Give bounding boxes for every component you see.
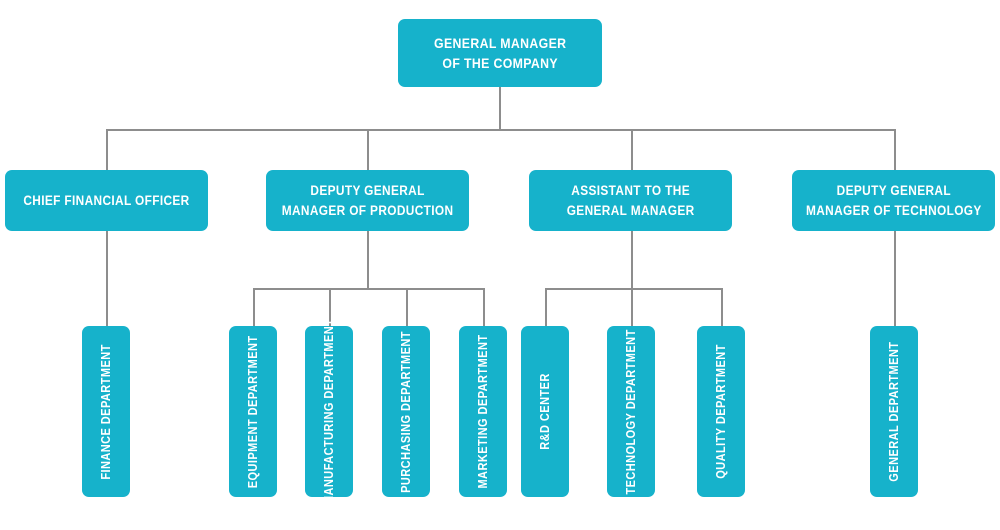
connector-cfo-to-finance — [106, 231, 108, 326]
node-general-department-label: GENERAL DEPARTMENT — [886, 341, 901, 482]
node-quality-department-label: QUALITY DEPARTMENT — [713, 344, 728, 479]
node-marketing-department[interactable]: MARKETING DEPARTMENT — [459, 326, 507, 497]
node-technology-department-label: TECHNOLOGY DEPARTMENT — [623, 328, 638, 495]
node-chief-financial-officer[interactable]: CHIEF FINANCIAL OFFICER — [5, 170, 208, 231]
node-manufacturing-department-label: MANUFACTURING DEPARTMENT — [321, 318, 336, 505]
node-quality-department[interactable]: QUALITY DEPARTMENT — [697, 326, 745, 497]
node-general-manager[interactable]: GENERAL MANAGER OF THE COMPANY — [398, 19, 602, 87]
connector-drop-manufacturing — [329, 288, 331, 326]
node-equipment-department[interactable]: EQUIPMENT DEPARTMENT — [229, 326, 277, 497]
node-finance-department[interactable]: FINANCE DEPARTMENT — [82, 326, 130, 497]
node-chief-financial-officer-label: CHIEF FINANCIAL OFFICER — [23, 192, 190, 208]
connector-production-stem — [367, 231, 369, 289]
connector-assistant-stem — [631, 231, 633, 289]
node-deputy-gm-production[interactable]: DEPUTY GENERAL MANAGER OF PRODUCTION — [266, 170, 469, 231]
node-rd-center[interactable]: R&D CENTER — [521, 326, 569, 497]
node-equipment-department-label: EQUIPMENT DEPARTMENT — [245, 335, 260, 488]
node-marketing-department-label: MARKETING DEPARTMENT — [475, 334, 490, 489]
connector-drop-technology-dept — [631, 288, 633, 326]
connector-drop-rd-center — [545, 288, 547, 326]
node-finance-department-label: FINANCE DEPARTMENT — [98, 343, 113, 480]
connector-level1-bus — [106, 129, 896, 131]
connector-drop-cfo — [106, 129, 108, 171]
node-assistant-to-gm[interactable]: ASSISTANT TO THE GENERAL MANAGER — [529, 170, 732, 231]
node-purchasing-department[interactable]: PURCHASING DEPARTMENT — [382, 326, 430, 497]
connector-drop-deputy-production — [367, 129, 369, 171]
node-manufacturing-department[interactable]: MANUFACTURING DEPARTMENT — [305, 318, 353, 505]
connector-drop-equipment — [253, 288, 255, 326]
node-purchasing-department-label: PURCHASING DEPARTMENT — [398, 330, 413, 493]
node-general-manager-label: GENERAL MANAGER OF THE COMPANY — [433, 34, 567, 71]
connector-assistant-bus — [545, 288, 723, 290]
node-rd-center-label: R&D CENTER — [537, 373, 552, 450]
node-technology-department[interactable]: TECHNOLOGY DEPARTMENT — [607, 326, 655, 497]
connector-root-stem — [499, 87, 501, 131]
connector-drop-assistant — [631, 129, 633, 171]
node-assistant-to-gm-label: ASSISTANT TO THE GENERAL MANAGER — [566, 182, 695, 218]
node-deputy-gm-technology-label: DEPUTY GENERAL MANAGER OF TECHNOLOGY — [805, 182, 982, 218]
node-deputy-gm-technology[interactable]: DEPUTY GENERAL MANAGER OF TECHNOLOGY — [792, 170, 995, 231]
connector-production-bus — [253, 288, 485, 290]
node-deputy-gm-production-label: DEPUTY GENERAL MANAGER OF PRODUCTION — [281, 182, 454, 218]
connector-drop-deputy-technology — [894, 129, 896, 171]
connector-drop-quality — [721, 288, 723, 326]
connector-technology-to-general — [894, 231, 896, 326]
connector-drop-marketing — [483, 288, 485, 326]
node-general-department[interactable]: GENERAL DEPARTMENT — [870, 326, 918, 497]
connector-drop-purchasing — [406, 288, 408, 326]
